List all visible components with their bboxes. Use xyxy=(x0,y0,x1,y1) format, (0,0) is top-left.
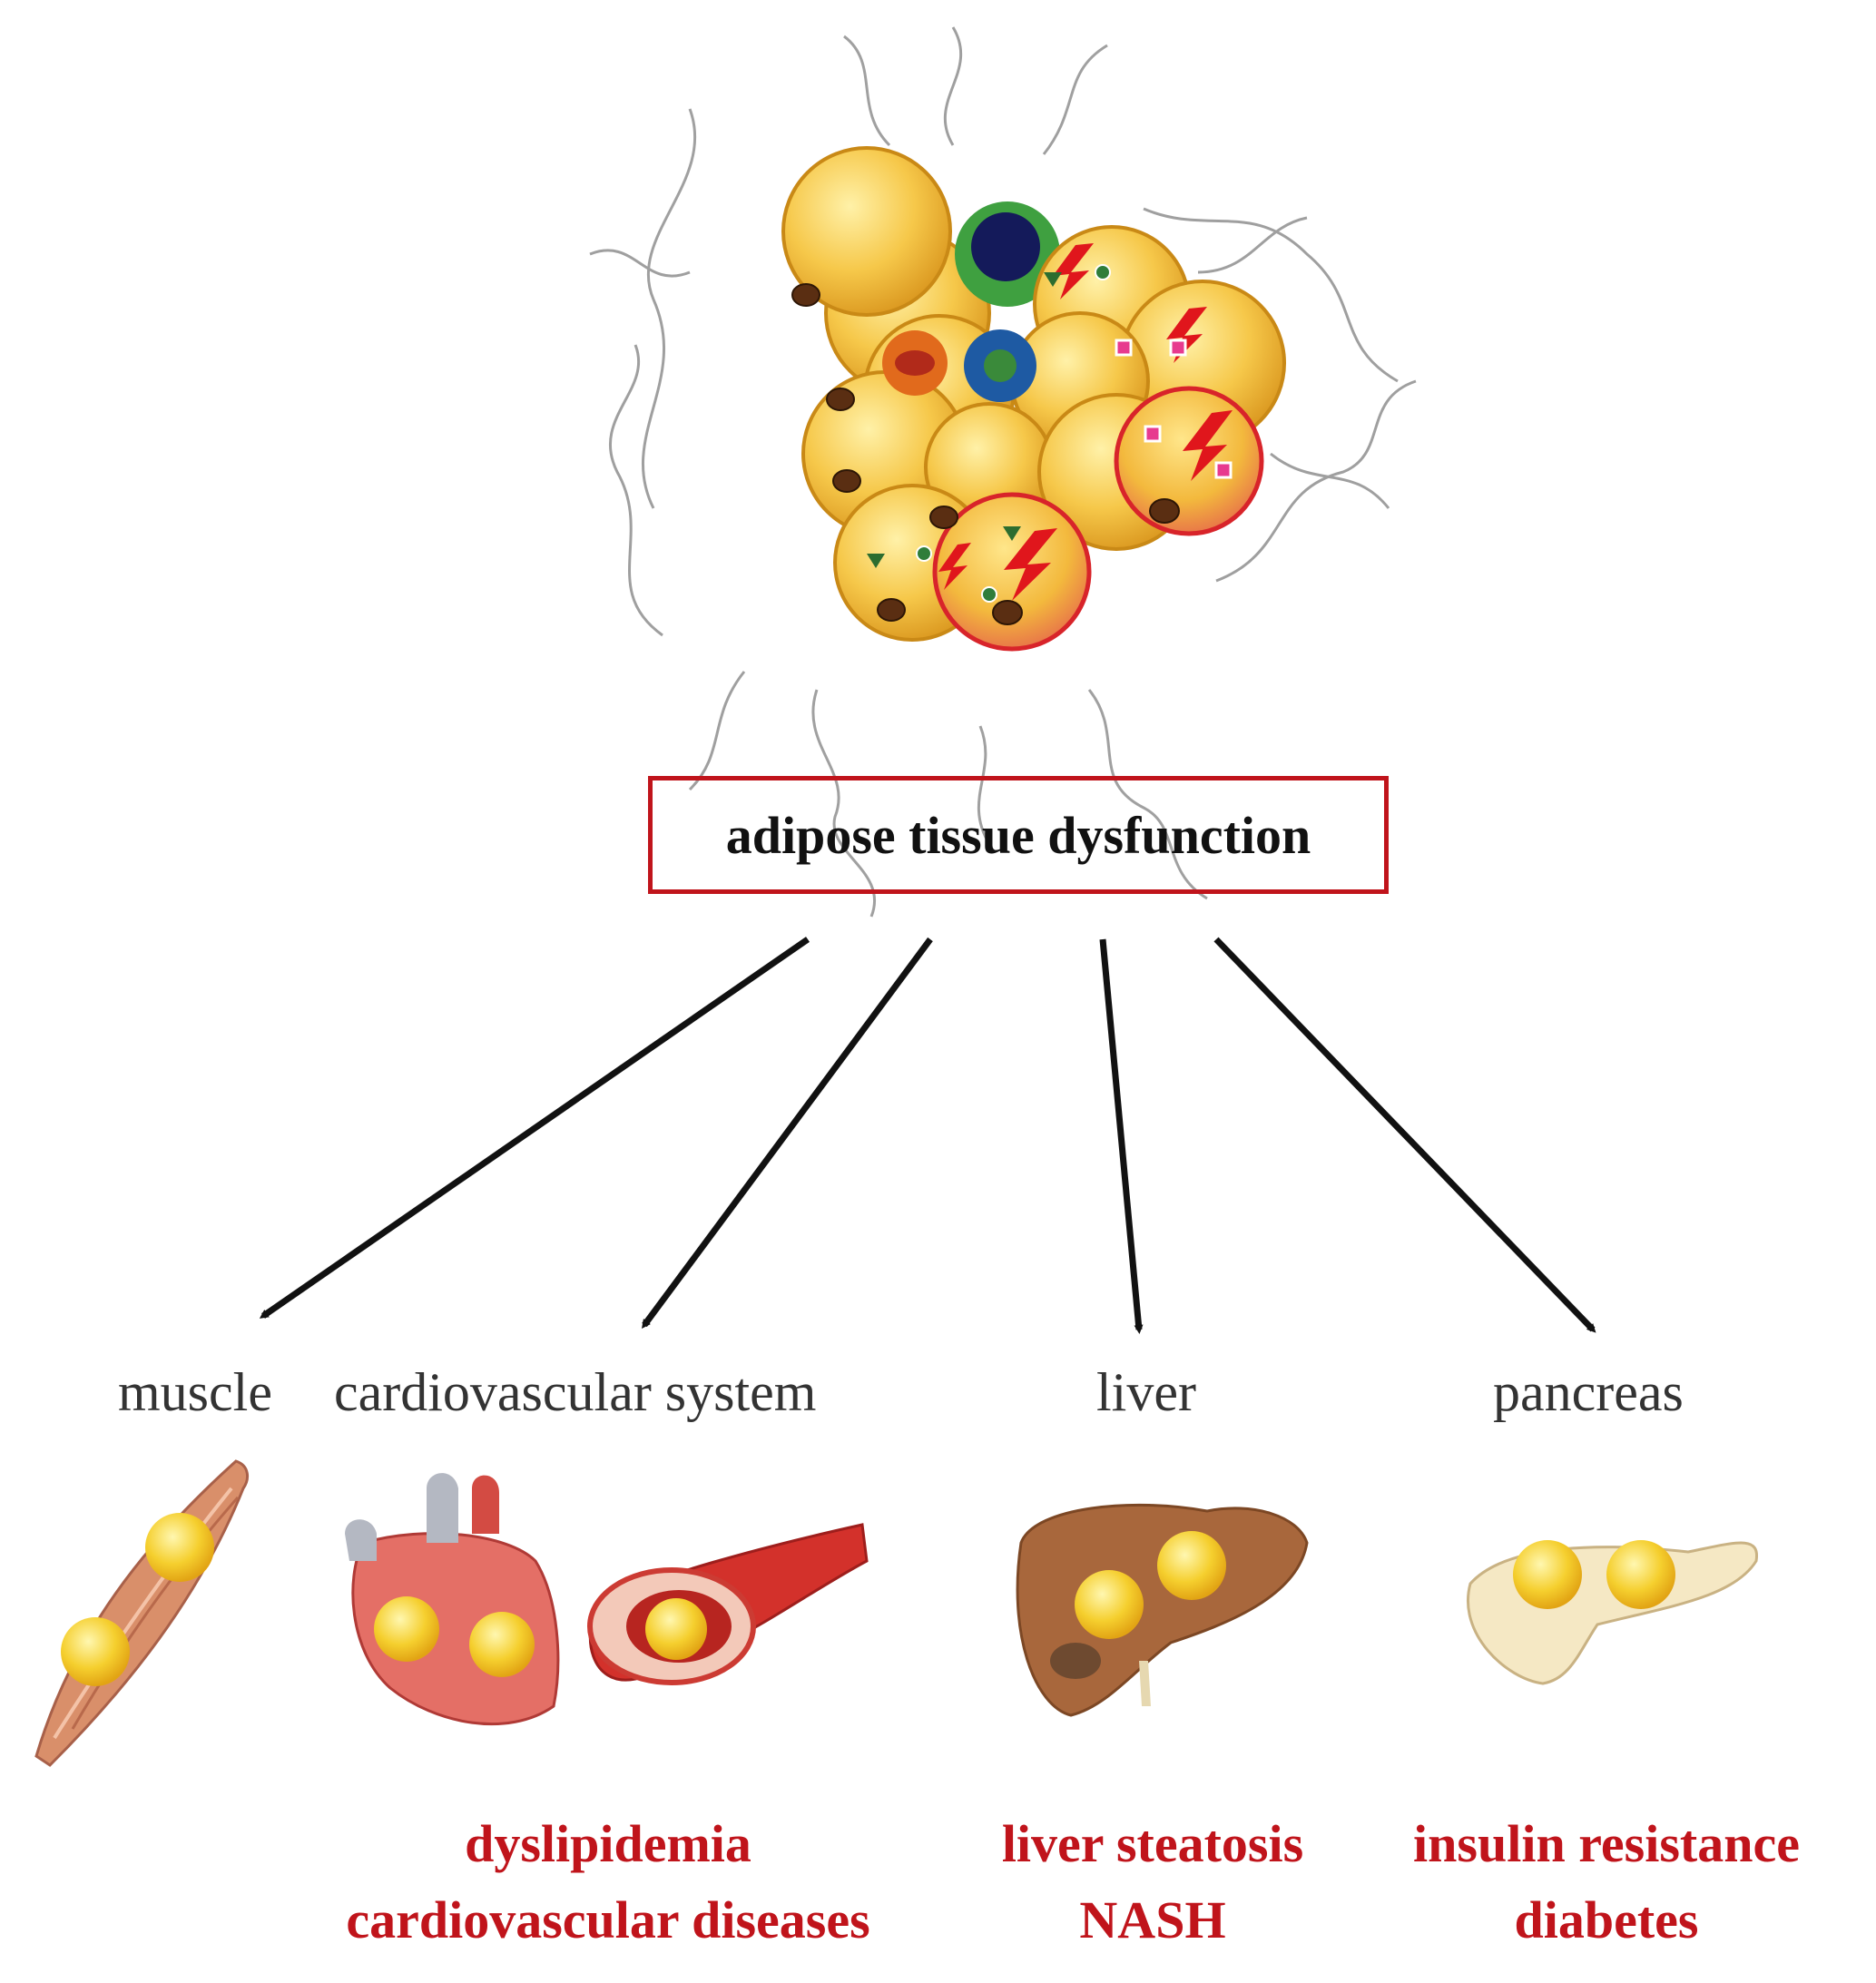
organ-label-pancreas: pancreas xyxy=(1493,1362,1684,1422)
adipose-tissue-icon xyxy=(589,26,1417,918)
disease-line: dyslipidemia xyxy=(465,1814,751,1873)
disease-liver: liver steatosis NASH xyxy=(953,1806,1352,1958)
organ-label-muscle: muscle xyxy=(118,1362,272,1422)
disease-cardio: dyslipidemia cardiovascular diseases xyxy=(290,1806,926,1958)
muscle-icon xyxy=(34,1459,249,1767)
arrows xyxy=(259,937,1596,1334)
disease-pancreas: insulin resistance diabetes xyxy=(1370,1806,1842,1958)
disease-line: cardiovascular diseases xyxy=(346,1890,870,1949)
heart-icon xyxy=(345,1473,560,1726)
disease-line: liver steatosis xyxy=(1001,1814,1304,1873)
disease-line: diabetes xyxy=(1514,1890,1699,1949)
organ-label-liver: liver xyxy=(1096,1362,1196,1422)
arrow-to-cardio xyxy=(642,937,933,1330)
organ-label-cardio: cardiovascular system xyxy=(334,1362,817,1422)
arrow-to-pancreas xyxy=(1213,937,1596,1333)
disease-line: NASH xyxy=(1079,1890,1226,1949)
title-box: adipose tissue dysfunction xyxy=(648,776,1389,894)
liver-icon xyxy=(1016,1503,1309,1717)
arrow-to-muscle xyxy=(259,937,810,1319)
artery-icon xyxy=(587,1523,869,1685)
pancreas-icon xyxy=(1467,1540,1759,1685)
disease-line: insulin resistance xyxy=(1413,1814,1800,1873)
arrow-to-liver xyxy=(1099,938,1144,1334)
